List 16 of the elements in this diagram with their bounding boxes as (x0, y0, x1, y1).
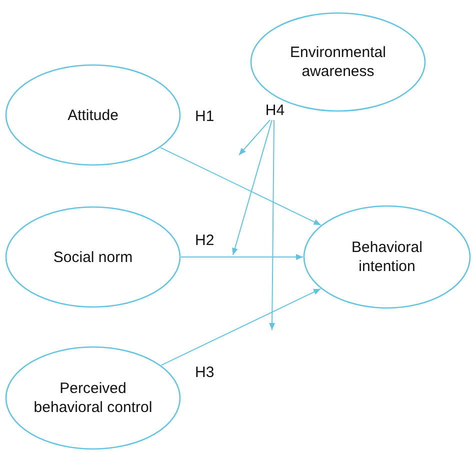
construct-ellipse (303, 205, 471, 309)
node-text: Environmental awareness (289, 43, 387, 81)
arrow (180, 254, 304, 260)
moderation-arrow (269, 120, 276, 330)
moderation-arrow (232, 120, 272, 256)
moderation-arrow (238, 120, 270, 156)
construct-ellipse (5, 206, 181, 308)
node-text: Perceived behavioral control (32, 379, 154, 417)
node-text: Behavioral intention (350, 238, 424, 276)
construct-ellipse (5, 64, 181, 166)
construct-ellipse (5, 346, 181, 450)
node-text: Social norm (52, 248, 134, 266)
node-text: Attitude (66, 106, 120, 124)
arrow (160, 288, 322, 366)
arrow (160, 147, 322, 226)
node-text: H4 (265, 100, 285, 120)
